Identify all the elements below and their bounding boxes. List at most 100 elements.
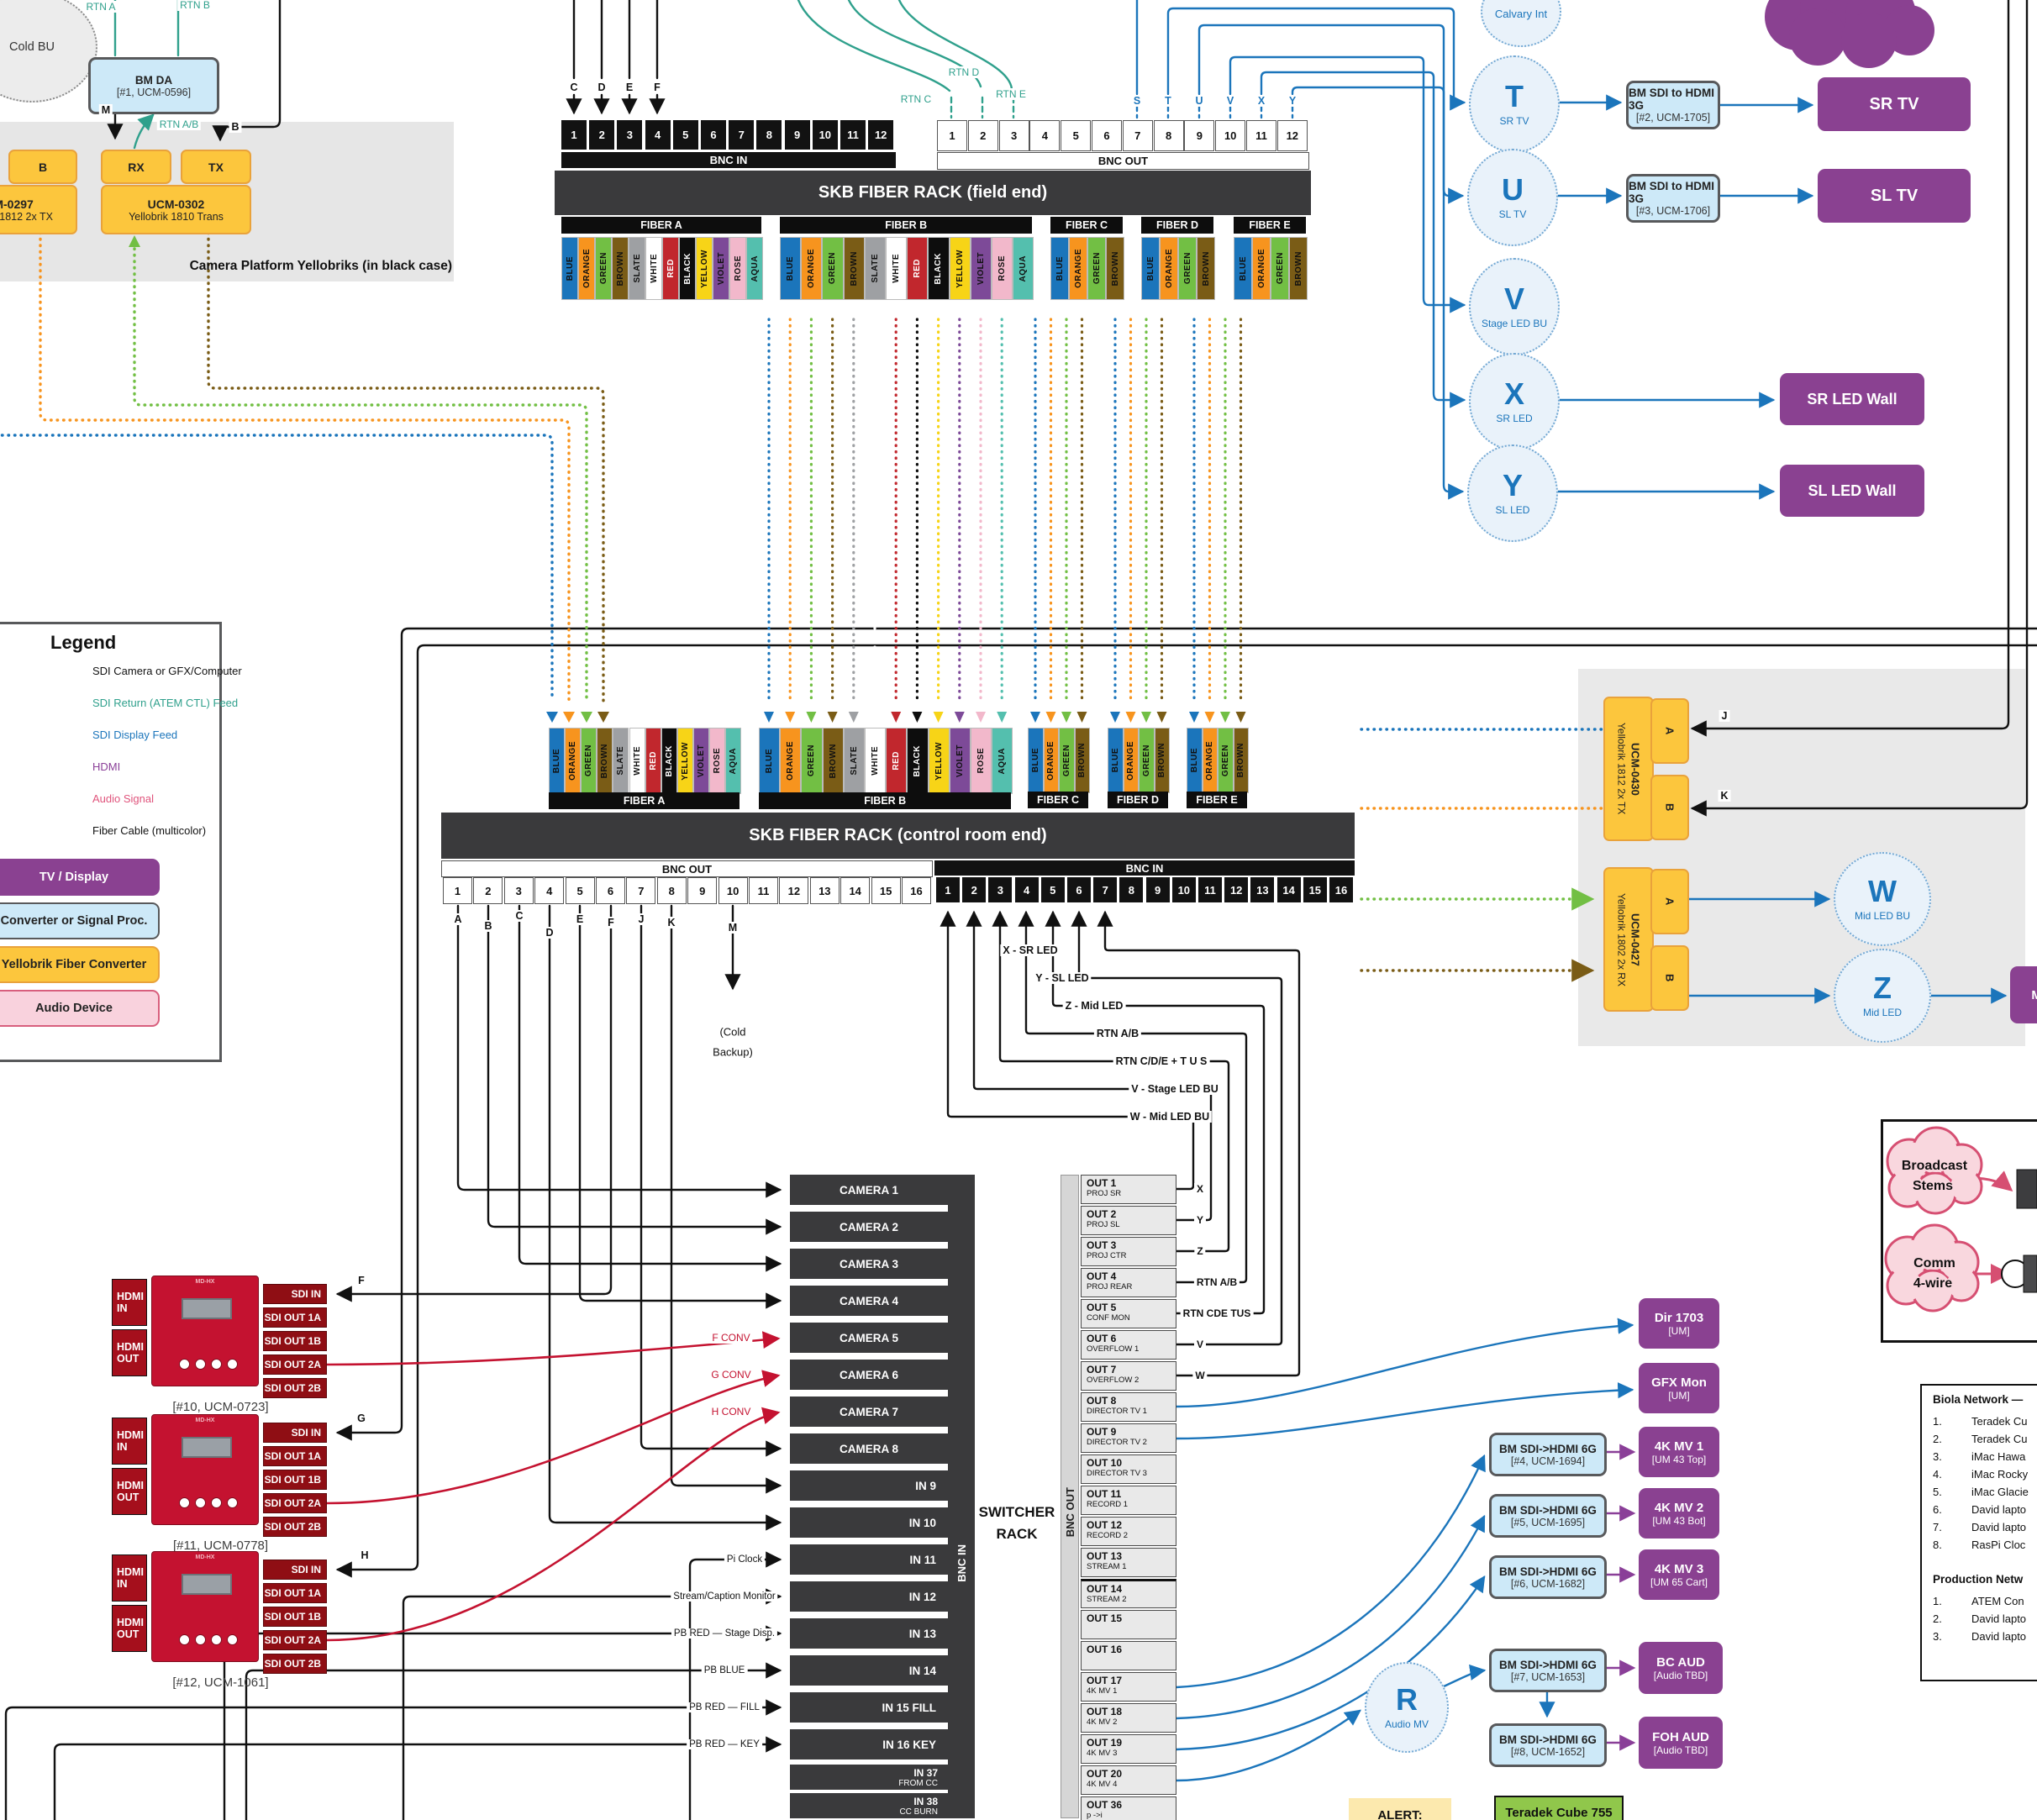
fiber-cell-violet: VIOLET [713,237,729,300]
ctrl-fiber-d-label: FIBER D [1108,792,1168,808]
ctrl-letter-E: E [573,913,587,925]
cloud-label-2: Stems [1912,1179,1954,1193]
fiber-cell-green: GREEN [1059,728,1075,793]
fiber-cell-white: WHITE [886,237,908,300]
ctrl-bnc-out-cell: 9 [687,877,718,904]
fiber-cell-orange: ORANGE [1069,237,1087,300]
field-out-letter-Y: Y [1286,95,1299,107]
fiber-cell-brown: BROWN [1289,237,1308,300]
ctrl-bnc-in-cell: 4 [1014,877,1039,902]
field-bnc-out-cell: 5 [1061,120,1092,151]
switcher-in-row: CAMERA 5 [790,1323,948,1353]
bm-da-sub: [#1, UCM-0596] [116,86,192,98]
mdhx-caption: [#10, UCM-0723] [172,1400,269,1414]
switcher-bncout-strip [1061,1175,1079,1818]
conv-3: BM SDI to HDMI 3G[#3, UCM-1706] [1626,174,1720,223]
conv-feed-label: F CONV [709,1332,753,1344]
route-label-full: Y - SL LED [1033,972,1092,984]
ctrl-bnc-out-cell: 16 [902,877,931,904]
field-fiber-d-label: FIBER D [1141,217,1213,234]
fiber-cell-green: GREEN [1218,728,1234,793]
ctrl-bnc-out-cell: 2 [473,877,503,904]
mdhx-port-sdi-in: SDI IN [263,1284,327,1304]
switcher-title-2: RACK [996,1526,1038,1542]
legend-item: SDI Display Feed [92,729,178,741]
rtn-a-label: RTN A [83,1,118,13]
network-item: ATEM Con [1971,1595,2024,1607]
network-item: Teradek Cu [1971,1433,2028,1445]
fiber-cell-yellow: YELLOW [949,237,971,300]
fiber-cell-red: RED [662,237,679,300]
field-bnc-in-cell: 5 [672,120,698,150]
mdhx-device: MD-HX [151,1276,259,1386]
switcher-in-row: CAMERA 8 [790,1433,948,1464]
network-item: iMac Hawa [1971,1450,2026,1463]
ucm-0302-box: UCM-0302 Yellobrik 1810 Trans [101,185,251,234]
field-bnc-out-cell: 2 [967,120,998,151]
legend-swatch: Converter or Signal Proc. [0,902,160,939]
fiber-cell-aqua: AQUA [746,237,763,300]
b-line-label: B [229,121,242,133]
fiber-cell-green: GREEN [1178,237,1197,300]
fiber-cell-black: BLACK [679,237,696,300]
ctrl-bnc-out-cell: 1 [443,877,472,904]
field-rack-title: SKB FIBER RACK (field end) [555,171,1311,215]
mdhx-caption: [#12, UCM-1061] [172,1675,269,1690]
ctrl-bnc-in-cell: 1 [936,877,960,902]
network-item-num: 1. [1933,1595,1942,1607]
fiber-cell-white: WHITE [629,728,645,794]
switcher-in-row: CAMERA 1 [790,1175,948,1205]
ctrl-bnc-in-cell: 2 [962,877,987,902]
fiber-cell-orange: ORANGE [1252,237,1271,300]
display-mid-led: Mid L [2010,966,2037,1023]
field-bnc-in-cell: 8 [756,120,782,150]
m-line-label: M [98,104,113,116]
mdhx-caption: [#11, UCM-0778] [172,1539,269,1553]
field-rtn-label: RTN D [945,66,982,78]
biola-network-title: Biola Network — [1933,1393,2024,1406]
display-4k-mv3: 4K MV 3[UM 65 Cart] [1639,1549,1719,1600]
network-item: iMac Rocky [1971,1468,2029,1481]
conv-8: BM SDI->HDMI 6G[#8, UCM-1652] [1489,1723,1607,1767]
fiber-cell-aqua: AQUA [1013,237,1034,300]
rtn-ab-label: RTN A/B [156,118,202,130]
legend-item: Audio Signal [92,792,154,805]
fiber-cell-slate: SLATE [864,237,886,300]
legend-item: SDI Camera or GFX/Computer [92,665,242,677]
network-item: Teradek Cu [1971,1415,2028,1428]
ucm-tab-0430-a: A [1650,698,1689,764]
switcher-in-row: CAMERA 6 [790,1360,948,1390]
ctrl-bnc-in-cell: 11 [1198,877,1222,902]
mdhx-port-sdi-out-1a: SDI OUT 1A [263,1446,327,1466]
switcher-in-row: IN 16 KEY [790,1729,948,1760]
mdhx-port-sdi-out-1a: SDI OUT 1A [263,1583,327,1603]
ctrl-fiber-e-label: FIBER E [1187,792,1247,808]
field-bnc-out-cell: 4 [1029,120,1061,151]
display-dir-1703: Dir 1703[UM] [1639,1298,1719,1349]
fiber-cell-blue: BLUE [1187,728,1203,793]
route-label-short: X [1193,1183,1207,1195]
fiber-cell-green: GREEN [1087,237,1106,300]
conv-2: BM SDI to HDMI 3G[#2, UCM-1705] [1626,81,1720,129]
field-bnc-out-cell: 6 [1092,120,1122,151]
route-label-short: V [1193,1339,1207,1350]
field-in-letter-D: D [595,82,608,93]
rtn-b-label: RTN B [177,0,213,11]
network-item-num: 4. [1933,1468,1942,1481]
ctrl-bnc-in-cell: 13 [1250,877,1275,902]
network-item-num: 2. [1933,1433,1942,1445]
ctrl-fiber-c-label: FIBER C [1028,792,1088,808]
fiber-cell-green: GREEN [1271,237,1289,300]
network-item: RasPi Cloc [1971,1539,2026,1551]
fiber-cell-black: BLACK [907,728,929,794]
field-in-letter-E: E [623,82,636,93]
